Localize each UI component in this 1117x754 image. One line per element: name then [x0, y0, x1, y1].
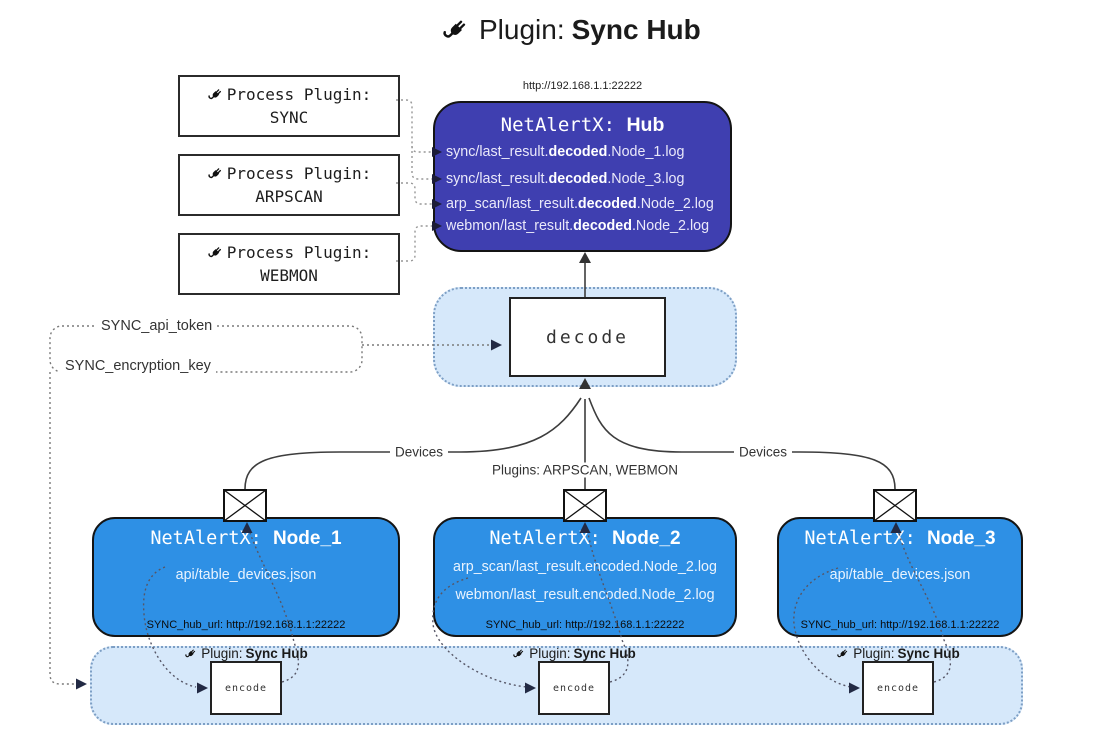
envelope-icon [223, 489, 267, 522]
node2-hub-url: SYNC_hub_url: http://192.168.1.1:22222 [485, 619, 685, 631]
encoder-plugin-label: Plugin: Sync Hub [836, 646, 960, 661]
node3-hub-url: SYNC_hub_url: http://192.168.1.1:22222 [800, 619, 1000, 631]
process-plugin-sync-box: Process Plugin: SYNC [178, 75, 400, 137]
devices-left-label: Devices [389, 444, 449, 460]
node2-box: NetAlertX: Node_2 arp_scan/last_result.e… [433, 517, 737, 637]
node3-title: NetAlertX: Node_3 [804, 528, 996, 549]
hub-box: NetAlertX: Hub sync/last_result.decoded.… [433, 101, 732, 252]
page-title-prefix: Plugin: [479, 14, 565, 45]
envelope-icon [873, 489, 917, 522]
devices-right-label: Devices [733, 444, 793, 460]
process-plugin-name: WEBMON [260, 266, 318, 285]
plug-icon [184, 647, 198, 661]
process-plugin-arpscan-box: Process Plugin: ARPSCAN [178, 154, 400, 216]
node2-file: arp_scan/last_result.encoded.Node_2.log [453, 559, 717, 575]
encode-box-node1: encode [210, 661, 282, 715]
hub-log-line: arp_scan/last_result.decoded.Node_2.log [446, 196, 714, 212]
plugins-mid-label: Plugins: ARPSCAN, WEBMON [486, 462, 684, 478]
process-plugin-label: Process Plugin: [226, 85, 372, 104]
process-plugin-name: SYNC [269, 108, 309, 127]
envelope-icon [563, 489, 607, 522]
encode-box-node3: encode [862, 661, 934, 715]
encode-box-node2: encode [538, 661, 610, 715]
node1-title: NetAlertX: Node_1 [150, 528, 342, 549]
decode-box: decode [509, 297, 666, 377]
page-title-name: Sync Hub [571, 14, 701, 45]
node3-box: NetAlertX: Node_3 api/table_devices.json… [777, 517, 1023, 637]
hub-title-name: Hub [626, 114, 665, 136]
plug-icon [836, 647, 850, 661]
node1-hub-url: SYNC_hub_url: http://192.168.1.1:22222 [146, 619, 346, 631]
node3-file: api/table_devices.json [829, 567, 971, 583]
hub-title: NetAlertX: Hub [435, 114, 730, 137]
hub-url: http://192.168.1.1:22222 [522, 80, 643, 92]
encoder-plugin-label: Plugin: Sync Hub [512, 646, 636, 661]
hub-title-app: NetAlertX: [500, 114, 627, 136]
sync-encryption-key-label: SYNC_encryption_key [60, 358, 216, 374]
hub-log-line: sync/last_result.decoded.Node_1.log [446, 144, 685, 160]
process-plugin-webmon-box: Process Plugin: WEBMON [178, 233, 400, 295]
process-plugin-label: Process Plugin: [226, 243, 372, 262]
hub-log-line: webmon/last_result.decoded.Node_2.log [446, 218, 710, 234]
plug-icon [207, 165, 225, 183]
node1-file: api/table_devices.json [175, 567, 317, 583]
hub-log-line: sync/last_result.decoded.Node_3.log [446, 171, 685, 187]
arrow-up-icon [579, 252, 591, 263]
node1-box: NetAlertX: Node_1 api/table_devices.json… [92, 517, 400, 637]
sync-api-token-label: SYNC_api_token [96, 318, 218, 334]
page-title: Plugin: Sync Hub [441, 14, 701, 46]
plug-icon [207, 244, 225, 262]
encoder-plugin-label: Plugin: Sync Hub [184, 646, 308, 661]
plug-icon [207, 86, 225, 104]
plug-icon [441, 15, 472, 46]
plug-icon [512, 647, 526, 661]
node2-file: webmon/last_result.encoded.Node_2.log [455, 587, 715, 603]
process-plugin-name: ARPSCAN [255, 187, 323, 206]
arrow-right-icon [76, 678, 87, 690]
node2-title: NetAlertX: Node_2 [489, 528, 681, 549]
process-plugin-label: Process Plugin: [226, 164, 372, 183]
